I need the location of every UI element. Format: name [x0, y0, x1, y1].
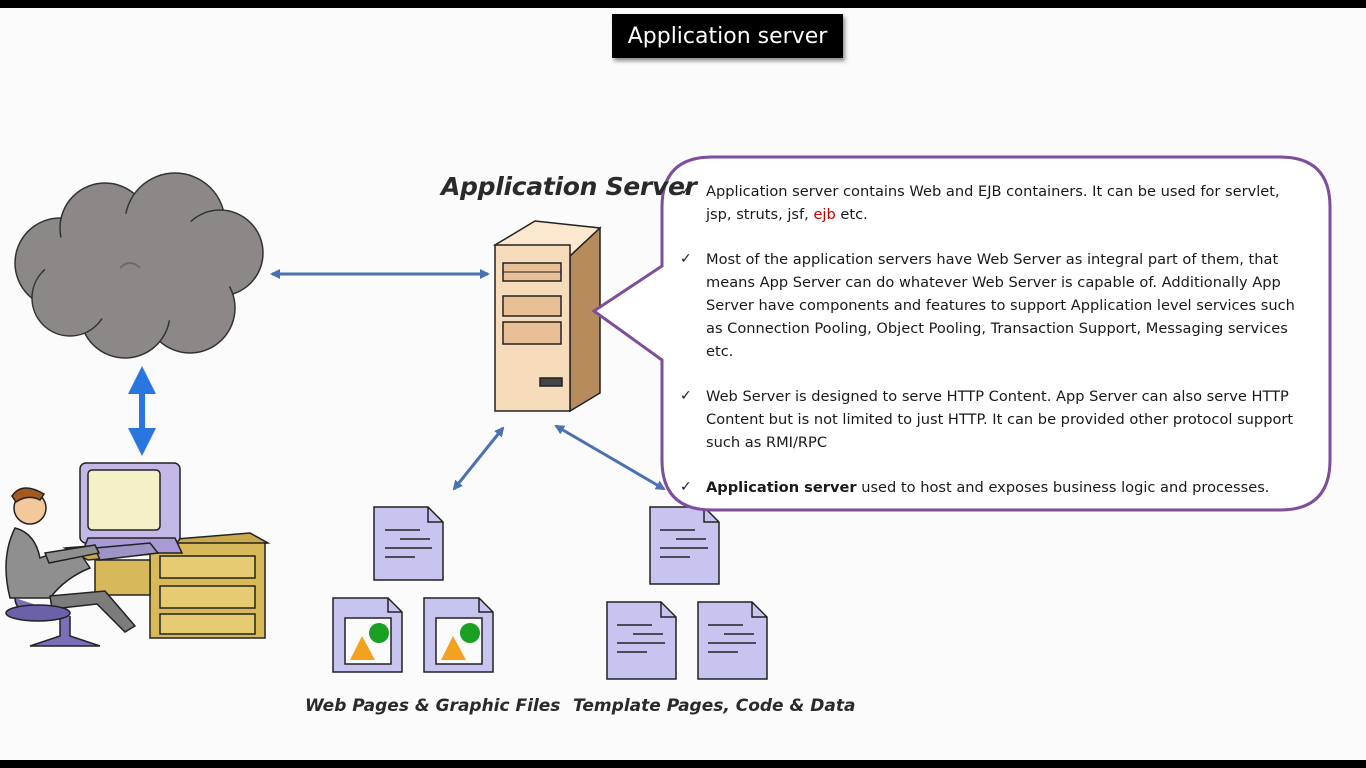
bullet-item: ✓ Application server contains Web and EJB…: [680, 180, 1305, 226]
callout-bubble: [591, 155, 1332, 512]
check-icon: ✓: [680, 183, 692, 199]
web-pages-label: Web Pages & Graphic Files: [305, 696, 561, 716]
bullet-text: Web Server is designed to serve HTTP Con…: [706, 388, 1294, 451]
bullet-item: ✓ Most of the application servers have We…: [680, 248, 1305, 363]
bullet-item: ✓ Application server used to host and exp…: [680, 476, 1305, 499]
document-icon: [373, 506, 444, 581]
user-at-computer-icon: [5, 462, 271, 647]
callout-bullet-list: ✓ Application server contains Web and EJB…: [680, 180, 1305, 521]
bullet-text: used to host and exposes business logic …: [856, 479, 1270, 496]
double-arrow-icon: [452, 426, 505, 491]
server-label: Application Server: [441, 172, 697, 201]
check-icon: ✓: [680, 388, 692, 404]
check-icon: ✓: [680, 251, 692, 267]
bullet-item: ✓ Web Server is designed to serve HTTP Co…: [680, 385, 1305, 454]
document-icon: [649, 506, 720, 585]
image-file-icon: [423, 597, 494, 673]
double-arrow-icon: [554, 424, 666, 491]
bullet-text: Application server contains Web and EJB …: [706, 183, 1280, 223]
bullet-text: etc.: [835, 206, 868, 223]
highlight-text: ejb: [813, 206, 836, 223]
double-arrow-icon: [128, 366, 156, 456]
slide: Application server Application Server We…: [0, 8, 1366, 760]
image-file-icon: [332, 597, 403, 673]
cloud-icon: [14, 172, 264, 359]
document-icon: [606, 601, 677, 680]
slide-title: Application server: [612, 14, 843, 58]
server-tower-icon: [492, 220, 602, 413]
check-icon: ✓: [680, 479, 692, 495]
bullet-text: Most of the application servers have Web…: [706, 251, 1295, 360]
document-icon: [697, 601, 768, 680]
template-pages-label: Template Pages, Code & Data: [573, 696, 856, 716]
diagram-art: [5, 155, 1332, 680]
bold-text: Application server: [706, 479, 857, 496]
